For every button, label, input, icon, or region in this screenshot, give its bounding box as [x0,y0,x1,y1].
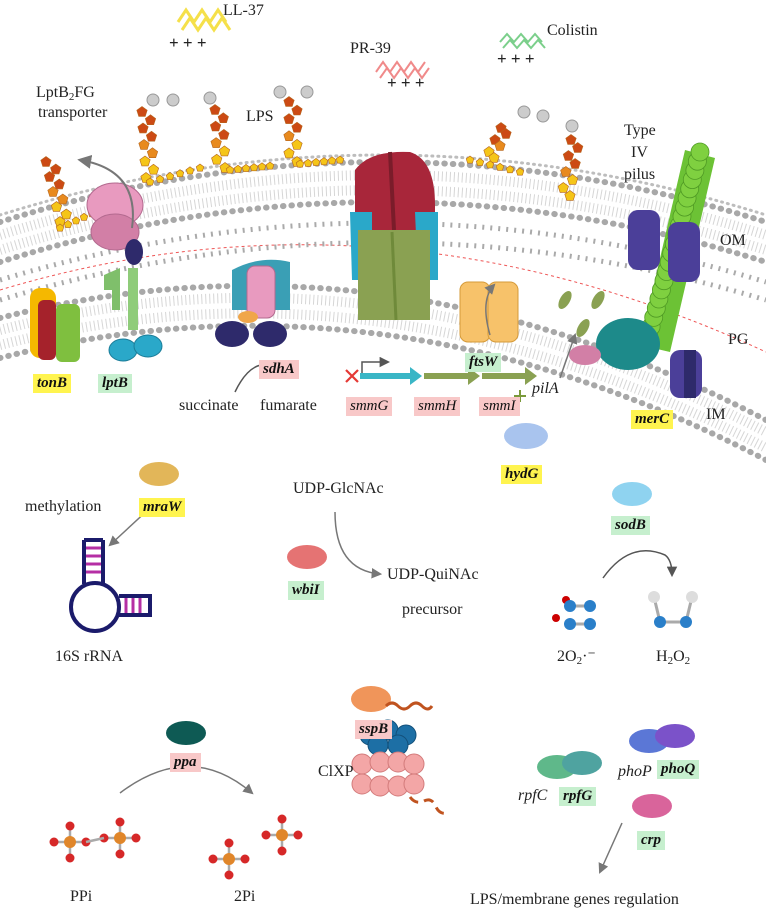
fumarate-label: fumarate [260,397,317,414]
smm-operon [345,356,537,385]
pila-label: pilA [532,380,559,397]
ll37-label: LL-37 [223,2,264,19]
clxp-complex [351,686,449,815]
gene-tonb: tonB [33,374,72,394]
superoxide-label: 2O2·⁻ [557,648,596,667]
ll37-charges: + + + [169,33,207,52]
gene-mraw: mraW [139,498,186,518]
gene-rpfg: rpfG [559,787,597,807]
pila-arrow [559,333,578,379]
udp-quinac-label: UDP-QuiNAc [387,566,479,583]
sdha-complex [215,259,290,347]
gene-sspb: sspB [355,720,393,740]
pr39-label: PR-39 [350,40,391,57]
rrna-label: 16S rRNA [55,648,124,665]
gene-ftsw: ftsW [465,353,502,373]
lptb2fg-transporter [77,154,163,362]
precursor-label: precursor [402,601,463,618]
udp-glcnac-label: UDP-GlcNAc [293,480,384,497]
colistin-charges: + + + [497,49,535,68]
udp-conversion-arrow [334,511,383,579]
gene-hydg: hydG [501,465,543,485]
h2o2-label: H2O2 [656,648,691,667]
lps-regulation-label: LPS/membrane genes regulation [470,891,679,908]
type-iv-pilus [558,142,715,398]
colistin-peptide [499,32,546,50]
sod-arrow [602,550,678,579]
ll37-peptide [176,7,232,33]
gene-sdha: sdhA [259,360,299,380]
om-label: OM [720,232,746,249]
pr39-charges: + + + [387,73,425,92]
clxp-label: ClXP [318,763,354,780]
gene-smmh: smmH [414,397,461,417]
phosphate-molecules [49,814,303,880]
type4-label-2: IV [631,144,648,161]
gene-crp: crp [637,831,665,851]
ppa-protein [166,721,206,745]
methylation-label: methylation [25,498,102,515]
lptb2fg-label: LptB2FG [36,84,95,103]
transporter-label: transporter [38,104,108,121]
gene-smmg: smmG [346,397,393,417]
tonb-protein [30,288,80,362]
superoxide-molecule [552,596,596,630]
central-pore-complex [350,151,438,321]
two-pi-label: 2Pi [234,888,256,905]
gene-sodb: sodB [611,516,650,536]
pr39-peptide [375,60,430,80]
colistin-label: Colistin [547,22,598,39]
im-label: IM [706,406,726,423]
gene-wbii: wbiI [288,581,324,601]
phop-label: phoP [618,763,652,780]
succinate-label: succinate [179,397,239,414]
gene-ppa: ppa [170,753,201,773]
gene-phoq: phoQ [657,760,700,780]
gene-merc: merC [631,410,674,430]
gene-smmi: smmI [479,397,520,417]
rrna-structure [69,538,152,633]
wbii-protein [287,545,327,569]
type4-label-3: pilus [624,166,656,183]
inner-membrane [0,282,766,463]
ppi-label: PPi [70,888,93,905]
rpfc-label: rpfC [518,787,548,804]
ftsw-protein [459,281,519,343]
pg-label: PG [728,331,749,348]
sodb-protein [612,482,652,506]
lps-label: LPS [246,108,274,125]
gene-lptb: lptB [98,374,132,394]
type4-label-1: Type [624,122,656,139]
mraw-protein [139,462,179,486]
plus-sign [514,390,526,402]
lps-charges [146,85,579,133]
signaling-proteins [537,724,695,818]
h2o2-molecule [648,591,698,628]
hydg-protein [504,423,548,449]
regulation-arrow [598,822,623,874]
